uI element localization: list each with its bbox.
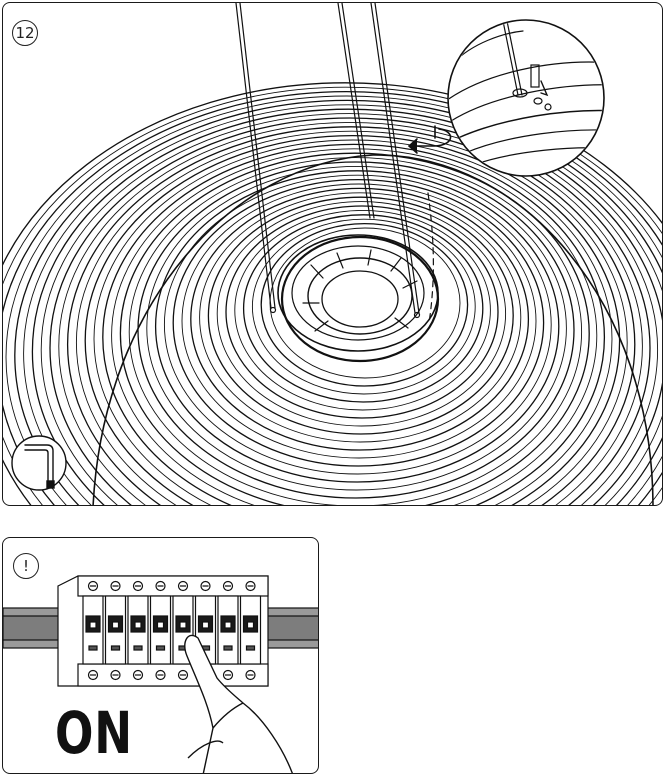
- power-on-panel: ! ON: [2, 537, 319, 774]
- dome-rib: [216, 201, 507, 427]
- breaker-unit: [149, 580, 172, 681]
- breaker-unit: [239, 580, 262, 681]
- dome-rib: [119, 152, 590, 505]
- breaker-unit: [127, 580, 149, 681]
- dome-rib: [251, 218, 476, 395]
- notice-icon: !: [13, 553, 39, 579]
- breaker-units: [82, 580, 262, 681]
- dome-rib: [3, 86, 662, 505]
- pointing-hand-icon: [184, 634, 293, 773]
- dome-rib: [190, 187, 530, 451]
- dome-rib: [84, 134, 621, 505]
- dome-rib: [128, 157, 583, 505]
- dome-rib: [58, 121, 643, 505]
- dome-rib: [14, 99, 662, 505]
- dome-rib: [181, 183, 537, 459]
- dome-rib: [163, 174, 552, 475]
- dome-ribs: [3, 82, 662, 505]
- dome-rib: [154, 170, 560, 483]
- circuit-breaker-illustration: [3, 575, 318, 773]
- dome-rib: [3, 90, 662, 505]
- dome-rib: [5, 95, 662, 505]
- lamp-shade-illustration: [3, 3, 662, 505]
- breaker-unit: [104, 580, 127, 681]
- dome-rib: [146, 165, 567, 491]
- top-opening: [277, 234, 440, 363]
- dome-rib: [137, 161, 575, 499]
- step-number-badge: 12: [12, 20, 38, 46]
- dome-rib: [93, 139, 613, 505]
- suspension-cables: [235, 3, 434, 324]
- dome-rib: [23, 104, 662, 505]
- dome-rib: [75, 130, 628, 505]
- dome-rib: [234, 209, 491, 411]
- dome-rib: [102, 143, 606, 505]
- dome-rib: [260, 222, 469, 387]
- breaker-unit: [217, 580, 239, 681]
- rotate-arrow-icon: [407, 125, 452, 154]
- dome-rib: [3, 82, 662, 505]
- dome-rib: [242, 214, 484, 403]
- allen-key-icon: [11, 435, 67, 491]
- breaker-unit: [82, 580, 104, 681]
- breaker-unit: [172, 580, 194, 681]
- dome-rib: [225, 205, 499, 419]
- dome-rib: [207, 196, 514, 435]
- dome-rib: [40, 113, 659, 505]
- dome-rib: [66, 126, 636, 505]
- dome-rib: [31, 108, 662, 505]
- power-state-label: ON: [55, 699, 133, 767]
- detail-magnifier: [447, 19, 605, 177]
- step-panel: 12: [2, 2, 663, 506]
- dome-rib: [172, 178, 545, 467]
- dome-rib: [111, 148, 598, 505]
- dome-rib: [49, 117, 651, 505]
- dome-rib: [199, 192, 522, 443]
- dome-outline: [92, 154, 654, 505]
